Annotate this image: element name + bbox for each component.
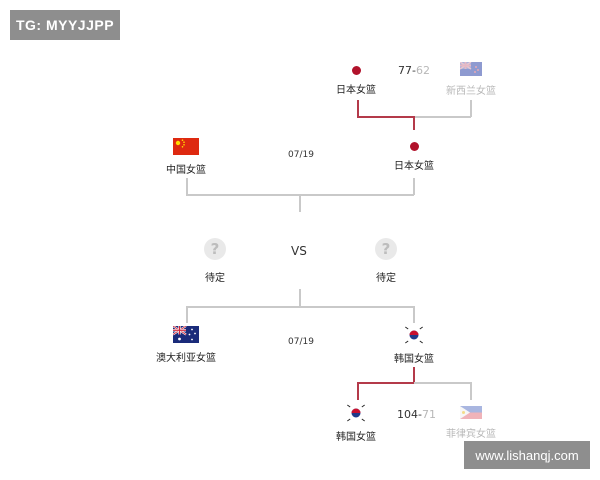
team-name: 日本女篮 bbox=[394, 161, 434, 172]
question-icon: ? bbox=[204, 238, 226, 260]
score-separator: - bbox=[418, 408, 422, 421]
score-loser: 62 bbox=[415, 64, 430, 77]
score-winner: 104 bbox=[397, 408, 418, 421]
korea-flag-icon bbox=[346, 404, 366, 422]
bracket-line bbox=[186, 306, 188, 323]
team-name: 菲律宾女篮 bbox=[446, 429, 496, 440]
bracket-line bbox=[413, 178, 415, 195]
japan-flag-icon bbox=[351, 66, 361, 75]
team-china-sf: 中国女篮 bbox=[141, 138, 231, 176]
team-tbd-final-b: ? 待定 bbox=[341, 238, 431, 284]
bracket-line bbox=[357, 116, 414, 118]
score-top: 77-62 bbox=[398, 64, 430, 77]
bracket-line bbox=[413, 367, 415, 383]
score-loser: 71 bbox=[421, 408, 436, 421]
australia-flag-icon bbox=[173, 326, 199, 343]
team-korea-sf: 韩国女篮 bbox=[369, 326, 459, 365]
bracket-line bbox=[414, 116, 471, 118]
score-winner: 77 bbox=[398, 64, 412, 77]
bracket-line bbox=[470, 100, 472, 117]
korea-flag-icon bbox=[404, 326, 424, 344]
team-korea-qf: 韩国女篮 bbox=[311, 404, 401, 443]
bracket-line bbox=[299, 289, 301, 307]
bracket-line bbox=[413, 306, 415, 323]
bracket-line bbox=[299, 194, 301, 212]
china-flag-icon bbox=[173, 138, 199, 155]
question-icon: ? bbox=[375, 238, 397, 260]
bracket-line bbox=[414, 382, 471, 384]
bracket-line bbox=[186, 306, 414, 308]
vs-label: VS bbox=[291, 244, 307, 258]
bracket-line bbox=[357, 100, 359, 117]
match-date: 07/19 bbox=[288, 337, 314, 347]
match-date: 07/19 bbox=[288, 150, 314, 160]
philippines-flag-icon bbox=[460, 406, 482, 419]
team-name: 待定 bbox=[205, 273, 225, 284]
team-japan-sf: 日本女篮 bbox=[369, 138, 459, 172]
team-newzealand-qf: 新西兰女篮 bbox=[426, 62, 516, 97]
team-name: 韩国女篮 bbox=[336, 432, 376, 443]
team-name: 中国女篮 bbox=[166, 165, 206, 176]
watermark-top-left: TG: MYYJJPP bbox=[10, 10, 120, 40]
team-name: 日本女篮 bbox=[336, 85, 376, 96]
team-japan-qf: 日本女篮 bbox=[311, 62, 401, 96]
team-philippines-qf: 菲律宾女篮 bbox=[426, 406, 516, 440]
team-name: 澳大利亚女篮 bbox=[156, 353, 216, 364]
bracket-line bbox=[357, 382, 359, 400]
score-separator: - bbox=[412, 64, 416, 77]
new-zealand-flag-icon bbox=[460, 62, 482, 76]
bracket-line bbox=[470, 382, 472, 400]
team-name: 韩国女篮 bbox=[394, 354, 434, 365]
japan-flag-icon bbox=[409, 142, 419, 151]
team-name: 新西兰女篮 bbox=[446, 86, 496, 97]
team-australia-sf: 澳大利亚女篮 bbox=[141, 326, 231, 364]
bracket-line bbox=[357, 382, 414, 384]
score-bottom: 104-71 bbox=[397, 408, 436, 421]
team-name: 待定 bbox=[376, 273, 396, 284]
bracket-line bbox=[186, 178, 188, 195]
watermark-bottom-right: www.lishanqj.com bbox=[464, 441, 590, 469]
team-tbd-final-a: ? 待定 bbox=[170, 238, 260, 284]
bracket-line bbox=[413, 116, 415, 130]
